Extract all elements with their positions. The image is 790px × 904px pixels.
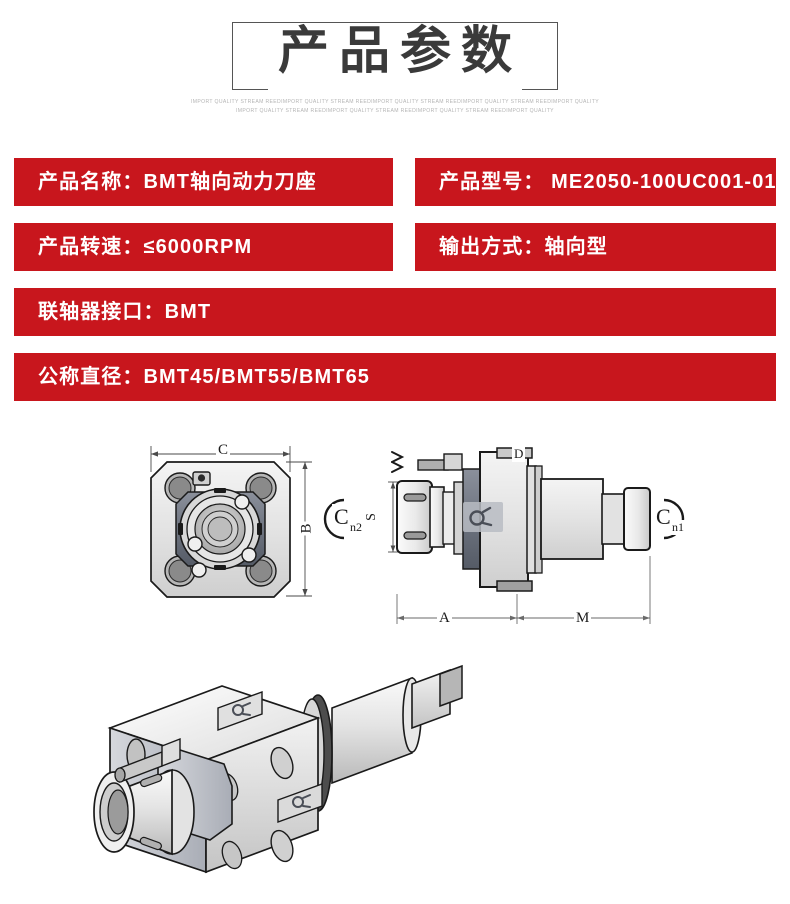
spec-bar-nominal-diameter: 公称直径：BMT45/BMT55/BMT65 [14,353,776,401]
spec-label-product-model: 产品型号： ME2050-100UC001-01 [439,171,777,193]
collet-nut [396,480,433,554]
shank-body [540,478,604,560]
title-frame [232,22,558,90]
bottom-mount-pad [496,580,533,592]
spec-label-speed: 产品转速：≤6000RPM [38,236,253,258]
dim-label-b: B [298,521,316,536]
dowel-holes [187,494,257,578]
lubrication-port [417,453,463,471]
spec-label-product-name: 产品名称：BMT轴向动力刀座 [38,171,317,193]
side-view [323,447,685,624]
dim-label-cn2-sub: n2 [348,520,364,535]
frame-left-line [232,22,233,90]
isometric-view [93,664,463,874]
surface-finish-icon [391,451,405,473]
spec-bar-product-model: 产品型号： ME2050-100UC001-01 [415,158,776,206]
iso-lubrication-nipple [114,737,181,784]
frame-bottom-left-line [232,89,268,90]
dim-label-s: S [363,511,380,523]
iso-nameplate-bottom [277,783,323,823]
subtitle-line-1: IMPORT QUALITY STREAM REEDIMPORT QUALITY… [191,99,599,105]
spec-bar-product-name: 产品名称：BMT轴向动力刀座 [14,158,393,206]
shank-step [601,493,627,545]
drive-tip [623,487,651,551]
taper-arc-left [323,498,345,540]
grease-nipple [192,471,211,486]
spec-label-output-type: 输出方式：轴向型 [439,236,608,258]
dim-label-cn2: C [332,504,351,530]
dim-label-m: M [574,610,592,627]
spec-label-coupling-interface: 联轴器接口：BMT [38,301,212,323]
frame-right-line [557,22,558,90]
dimension-s [388,481,404,553]
header-subtitle: IMPORT QUALITY STREAM REEDIMPORT QUALITY… [0,98,790,115]
header-section: 产品参数 IMPORT QUALITY STREAM REEDIMPORT QU… [0,0,790,140]
taper-arc-right [663,498,685,540]
page-title: 产品参数 [277,22,522,79]
frame-bottom-right-line [522,89,558,90]
dim-label-d: D [512,446,526,462]
nameplate-logo [463,502,503,532]
technical-drawing-views [150,446,685,624]
nose-ring [442,491,456,545]
spec-bar-coupling-interface: 联轴器接口：BMT [14,288,776,336]
front-view [150,446,312,598]
iso-shank [331,664,463,785]
subtitle-line-2: IMPORT QUALITY STREAM REEDIMPORT QUALITY… [236,107,554,114]
iso-nameplate-top [217,691,263,731]
spec-label-nominal-diameter: 公称直径：BMT45/BMT55/BMT65 [38,366,371,388]
collet-shoulder [429,486,445,548]
frame-top-line [232,22,558,23]
spec-row: 联轴器接口：BMT [0,288,790,353]
spec-row: 产品转速：≤6000RPM 输出方式：轴向型 [0,223,790,288]
dim-label-c: C [216,442,231,459]
iso-collet-nose [93,768,195,856]
spec-row: 产品名称：BMT轴向动力刀座 产品型号： ME2050-100UC001-01 [0,158,790,223]
drawing-section: C B C n2 S D A M C n1 [0,424,790,904]
spec-bar-output-type: 输出方式：轴向型 [415,223,776,271]
dim-label-a: A [437,610,452,627]
dim-label-cn1: C [654,504,673,530]
dim-label-cn1-sub: n1 [670,520,686,535]
spec-row: 公称直径：BMT45/BMT55/BMT65 [0,353,790,418]
key-slots [178,488,262,570]
spec-list: 产品名称：BMT轴向动力刀座 产品型号： ME2050-100UC001-01 … [0,158,790,418]
spec-bar-speed: 产品转速：≤6000RPM [14,223,393,271]
